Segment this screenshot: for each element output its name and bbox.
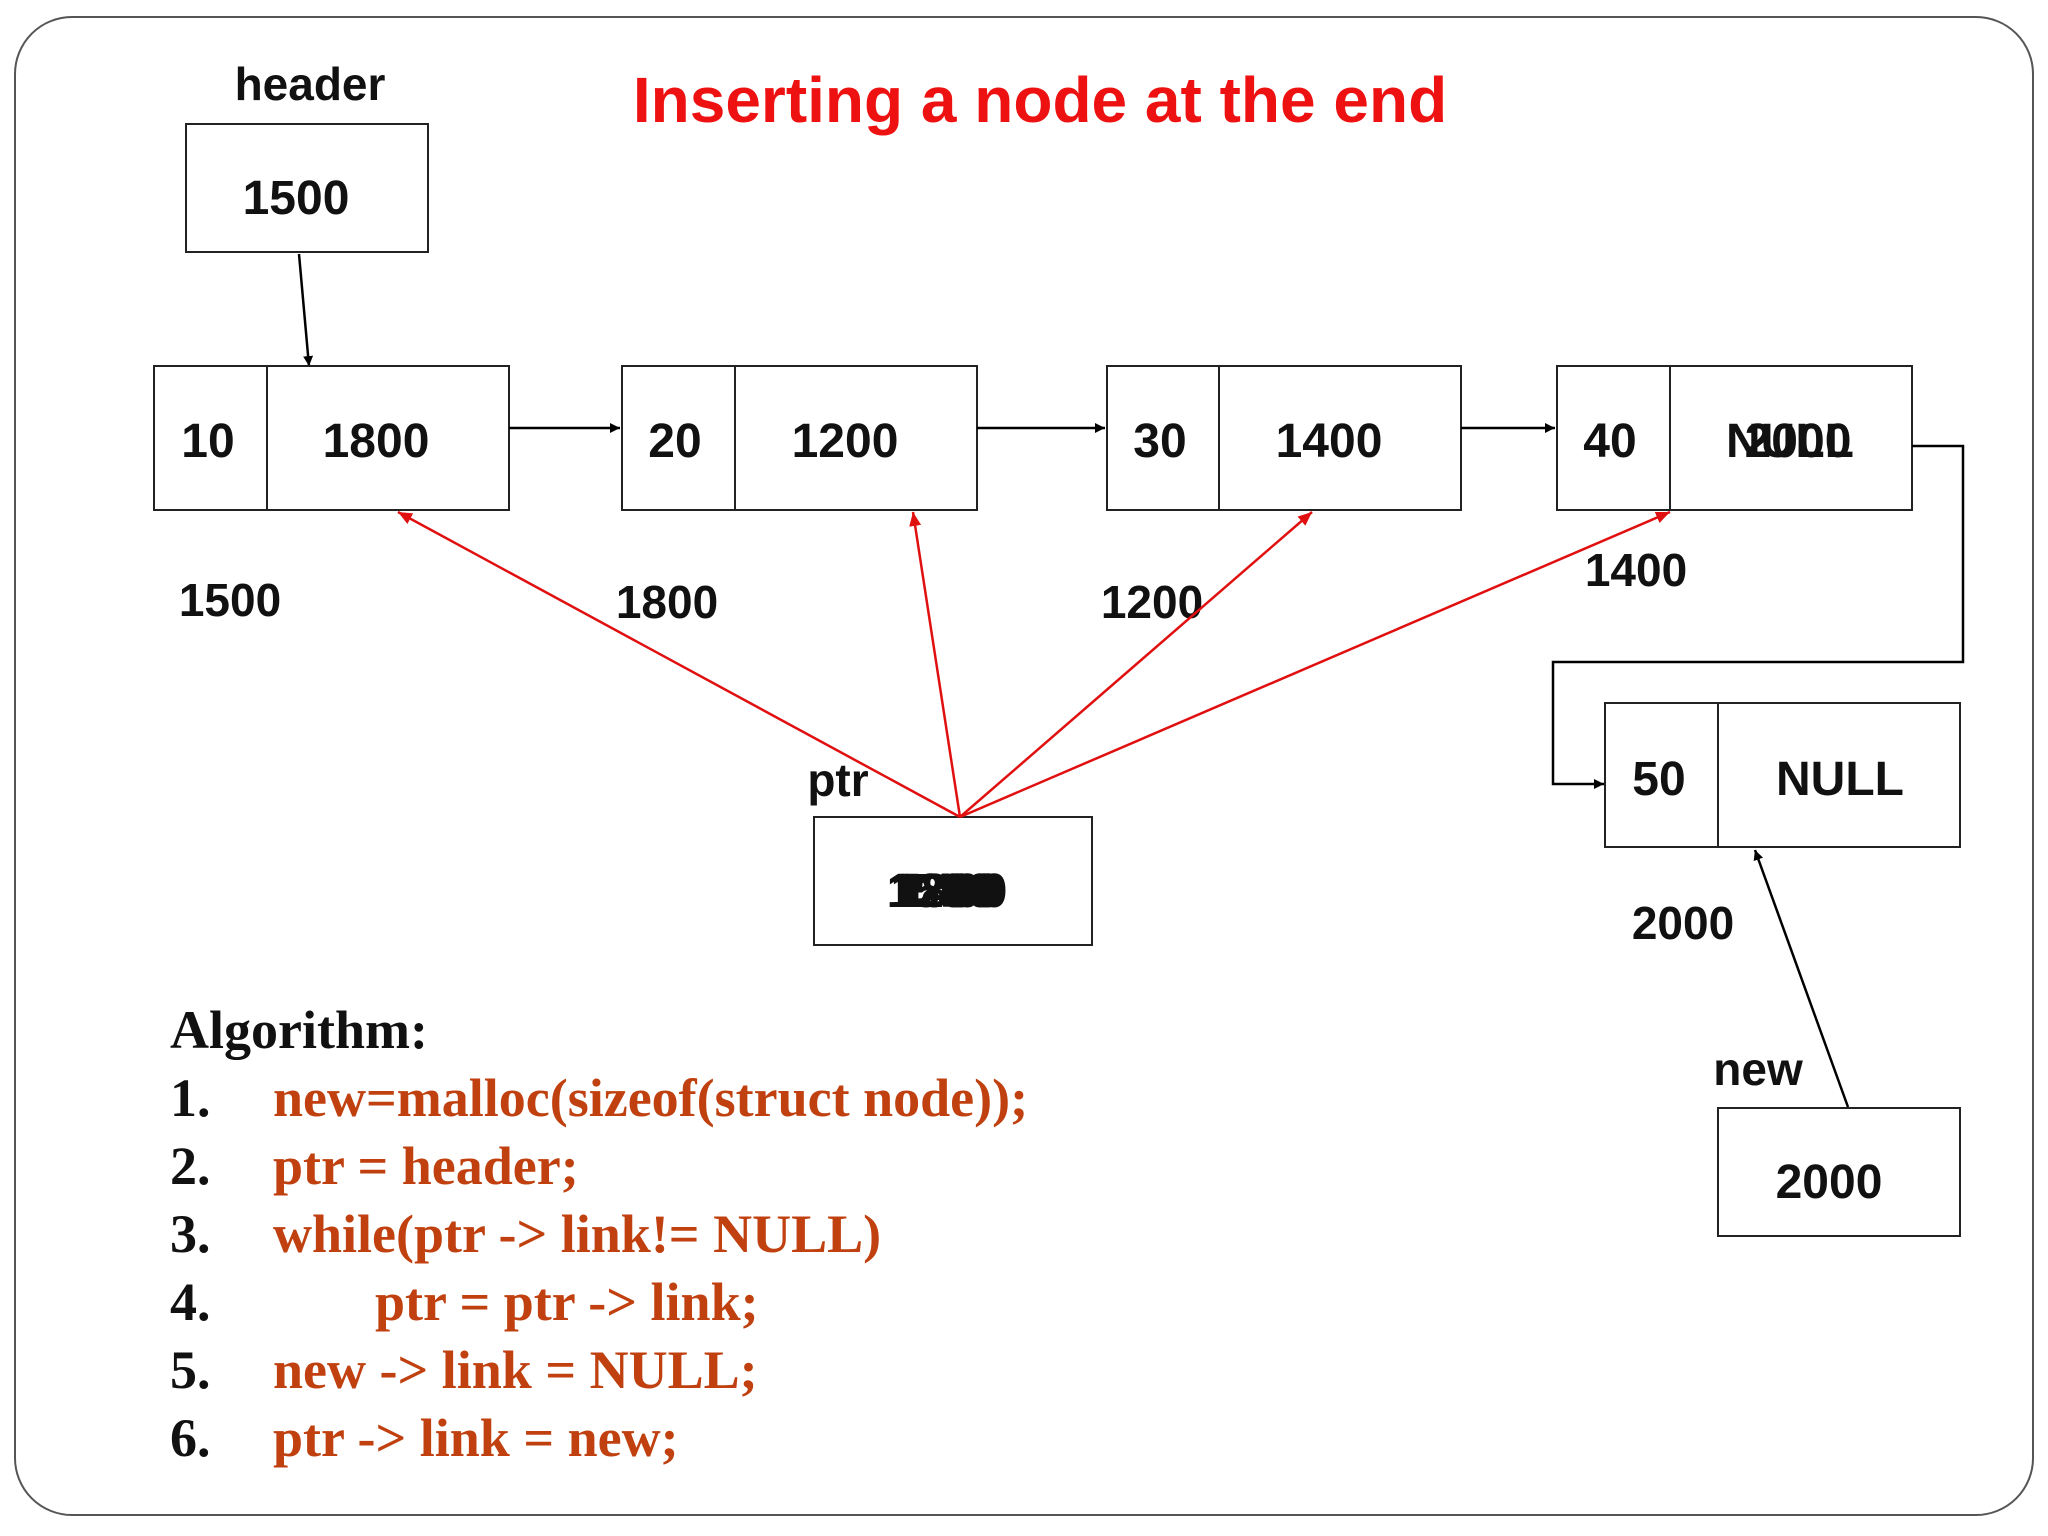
node-3-data: 30 bbox=[1133, 415, 1186, 468]
link-arrow-4-new bbox=[1551, 444, 1965, 789]
header-value: 1500 bbox=[243, 172, 350, 225]
ptr-box: 1500 1800 1200 1400 bbox=[813, 816, 1093, 946]
new-node-address: 2000 bbox=[1632, 897, 1734, 949]
node-1-address: 1500 bbox=[179, 574, 281, 626]
new-pointer-value: 2000 bbox=[1776, 1156, 1883, 1209]
algorithm-step-3: 3. while(ptr -> link!= NULL) bbox=[170, 1204, 881, 1264]
algorithm-step-2-num: 2. bbox=[170, 1136, 211, 1196]
new-node-link: NULL bbox=[1776, 753, 1904, 806]
node-1-link: 1800 bbox=[323, 415, 430, 468]
node-3: 30 1400 bbox=[1106, 365, 1462, 511]
slide-title: Inserting a node at the end bbox=[633, 64, 1447, 136]
node-4-link: NULL bbox=[1726, 415, 1854, 468]
new-pointer-box: 2000 bbox=[1717, 1107, 1961, 1237]
ptr-value-3: 1200 bbox=[891, 865, 998, 918]
algorithm-step-5-num: 5. bbox=[170, 1340, 211, 1400]
node-2-address: 1800 bbox=[616, 576, 718, 628]
algorithm-step-5: 5. new -> link = NULL; bbox=[170, 1340, 758, 1400]
ptr-value-2: 1800 bbox=[895, 865, 1002, 918]
new-node: 50 NULL bbox=[1604, 702, 1961, 848]
ptr-arrow-node-3 bbox=[959, 511, 1313, 818]
algorithm-step-1-num: 1. bbox=[170, 1068, 211, 1128]
algorithm-step-4-code: ptr = ptr -> link; bbox=[375, 1272, 759, 1332]
ptr-arrow-node-1 bbox=[397, 510, 961, 819]
algorithm-step-1: 1. new=malloc(sizeof(struct node)); bbox=[170, 1068, 1028, 1128]
algorithm-step-3-num: 3. bbox=[170, 1204, 211, 1264]
algorithm-step-2-code: ptr = header; bbox=[273, 1136, 579, 1196]
node-4-link-overwrite: 2000 bbox=[1745, 415, 1852, 468]
node-3-address: 1200 bbox=[1101, 576, 1203, 628]
ptr-arrow-node-2 bbox=[909, 511, 962, 818]
node-3-link: 1400 bbox=[1276, 415, 1383, 468]
header-box: 1500 bbox=[185, 123, 429, 253]
algorithm-step-6: 6. ptr -> link = new; bbox=[170, 1408, 679, 1468]
node-1-data: 10 bbox=[181, 415, 234, 468]
new-pointer-label: new bbox=[1713, 1043, 1803, 1095]
node-4-address: 1400 bbox=[1585, 544, 1687, 596]
algorithm-step-5-code: new -> link = NULL; bbox=[273, 1340, 758, 1400]
header-arrow bbox=[297, 253, 314, 367]
node-4-data: 40 bbox=[1583, 415, 1636, 468]
node-2-link: 1200 bbox=[792, 415, 899, 468]
new-pointer-arrow bbox=[1753, 849, 1850, 1108]
header-label: header bbox=[235, 58, 386, 110]
node-4: 40 NULL 2000 bbox=[1556, 365, 1913, 511]
algorithm-heading: Algorithm: bbox=[170, 1000, 428, 1060]
algorithm-step-1-code: new=malloc(sizeof(struct node)); bbox=[273, 1068, 1028, 1128]
algorithm-step-4-num: 4. bbox=[170, 1272, 211, 1332]
node-1: 10 1800 bbox=[153, 365, 510, 511]
algorithm-step-6-code: ptr -> link = new; bbox=[273, 1408, 679, 1468]
node-2: 20 1200 bbox=[621, 365, 978, 511]
new-node-data: 50 bbox=[1632, 753, 1685, 806]
ptr-arrow-node-4 bbox=[959, 510, 1671, 819]
node-2-data: 20 bbox=[648, 415, 701, 468]
algorithm-step-4: 4. ptr = ptr -> link; bbox=[170, 1272, 759, 1332]
algorithm-step-6-num: 6. bbox=[170, 1408, 211, 1468]
ptr-value-1: 1500 bbox=[887, 865, 994, 918]
algorithm-step-2: 2. ptr = header; bbox=[170, 1136, 579, 1196]
algorithm-step-3-code: while(ptr -> link!= NULL) bbox=[273, 1204, 881, 1264]
ptr-value-4: 1400 bbox=[901, 865, 1008, 918]
